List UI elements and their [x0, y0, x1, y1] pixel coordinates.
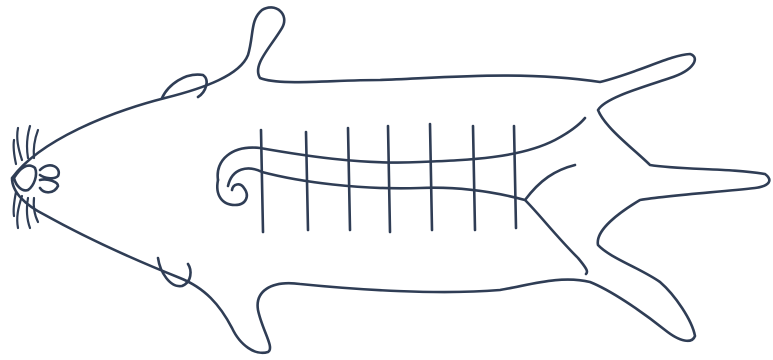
- snout-mark: [40, 165, 59, 192]
- spine-curl: [217, 180, 246, 205]
- grid-line: [430, 124, 432, 230]
- grid-line: [306, 132, 308, 230]
- grid-lines: [261, 124, 516, 232]
- spine-upper: [218, 118, 585, 180]
- grid-line: [473, 126, 475, 230]
- grid-line: [514, 126, 516, 228]
- grid-line: [388, 126, 390, 232]
- tail-root-line: [525, 165, 575, 200]
- grid-line: [348, 128, 350, 230]
- spine-lower: [228, 169, 587, 274]
- whiskers: [14, 126, 38, 228]
- body-outline: [12, 7, 769, 352]
- nose: [14, 166, 36, 191]
- grid-line: [261, 130, 263, 232]
- ear-bottom: [158, 258, 190, 286]
